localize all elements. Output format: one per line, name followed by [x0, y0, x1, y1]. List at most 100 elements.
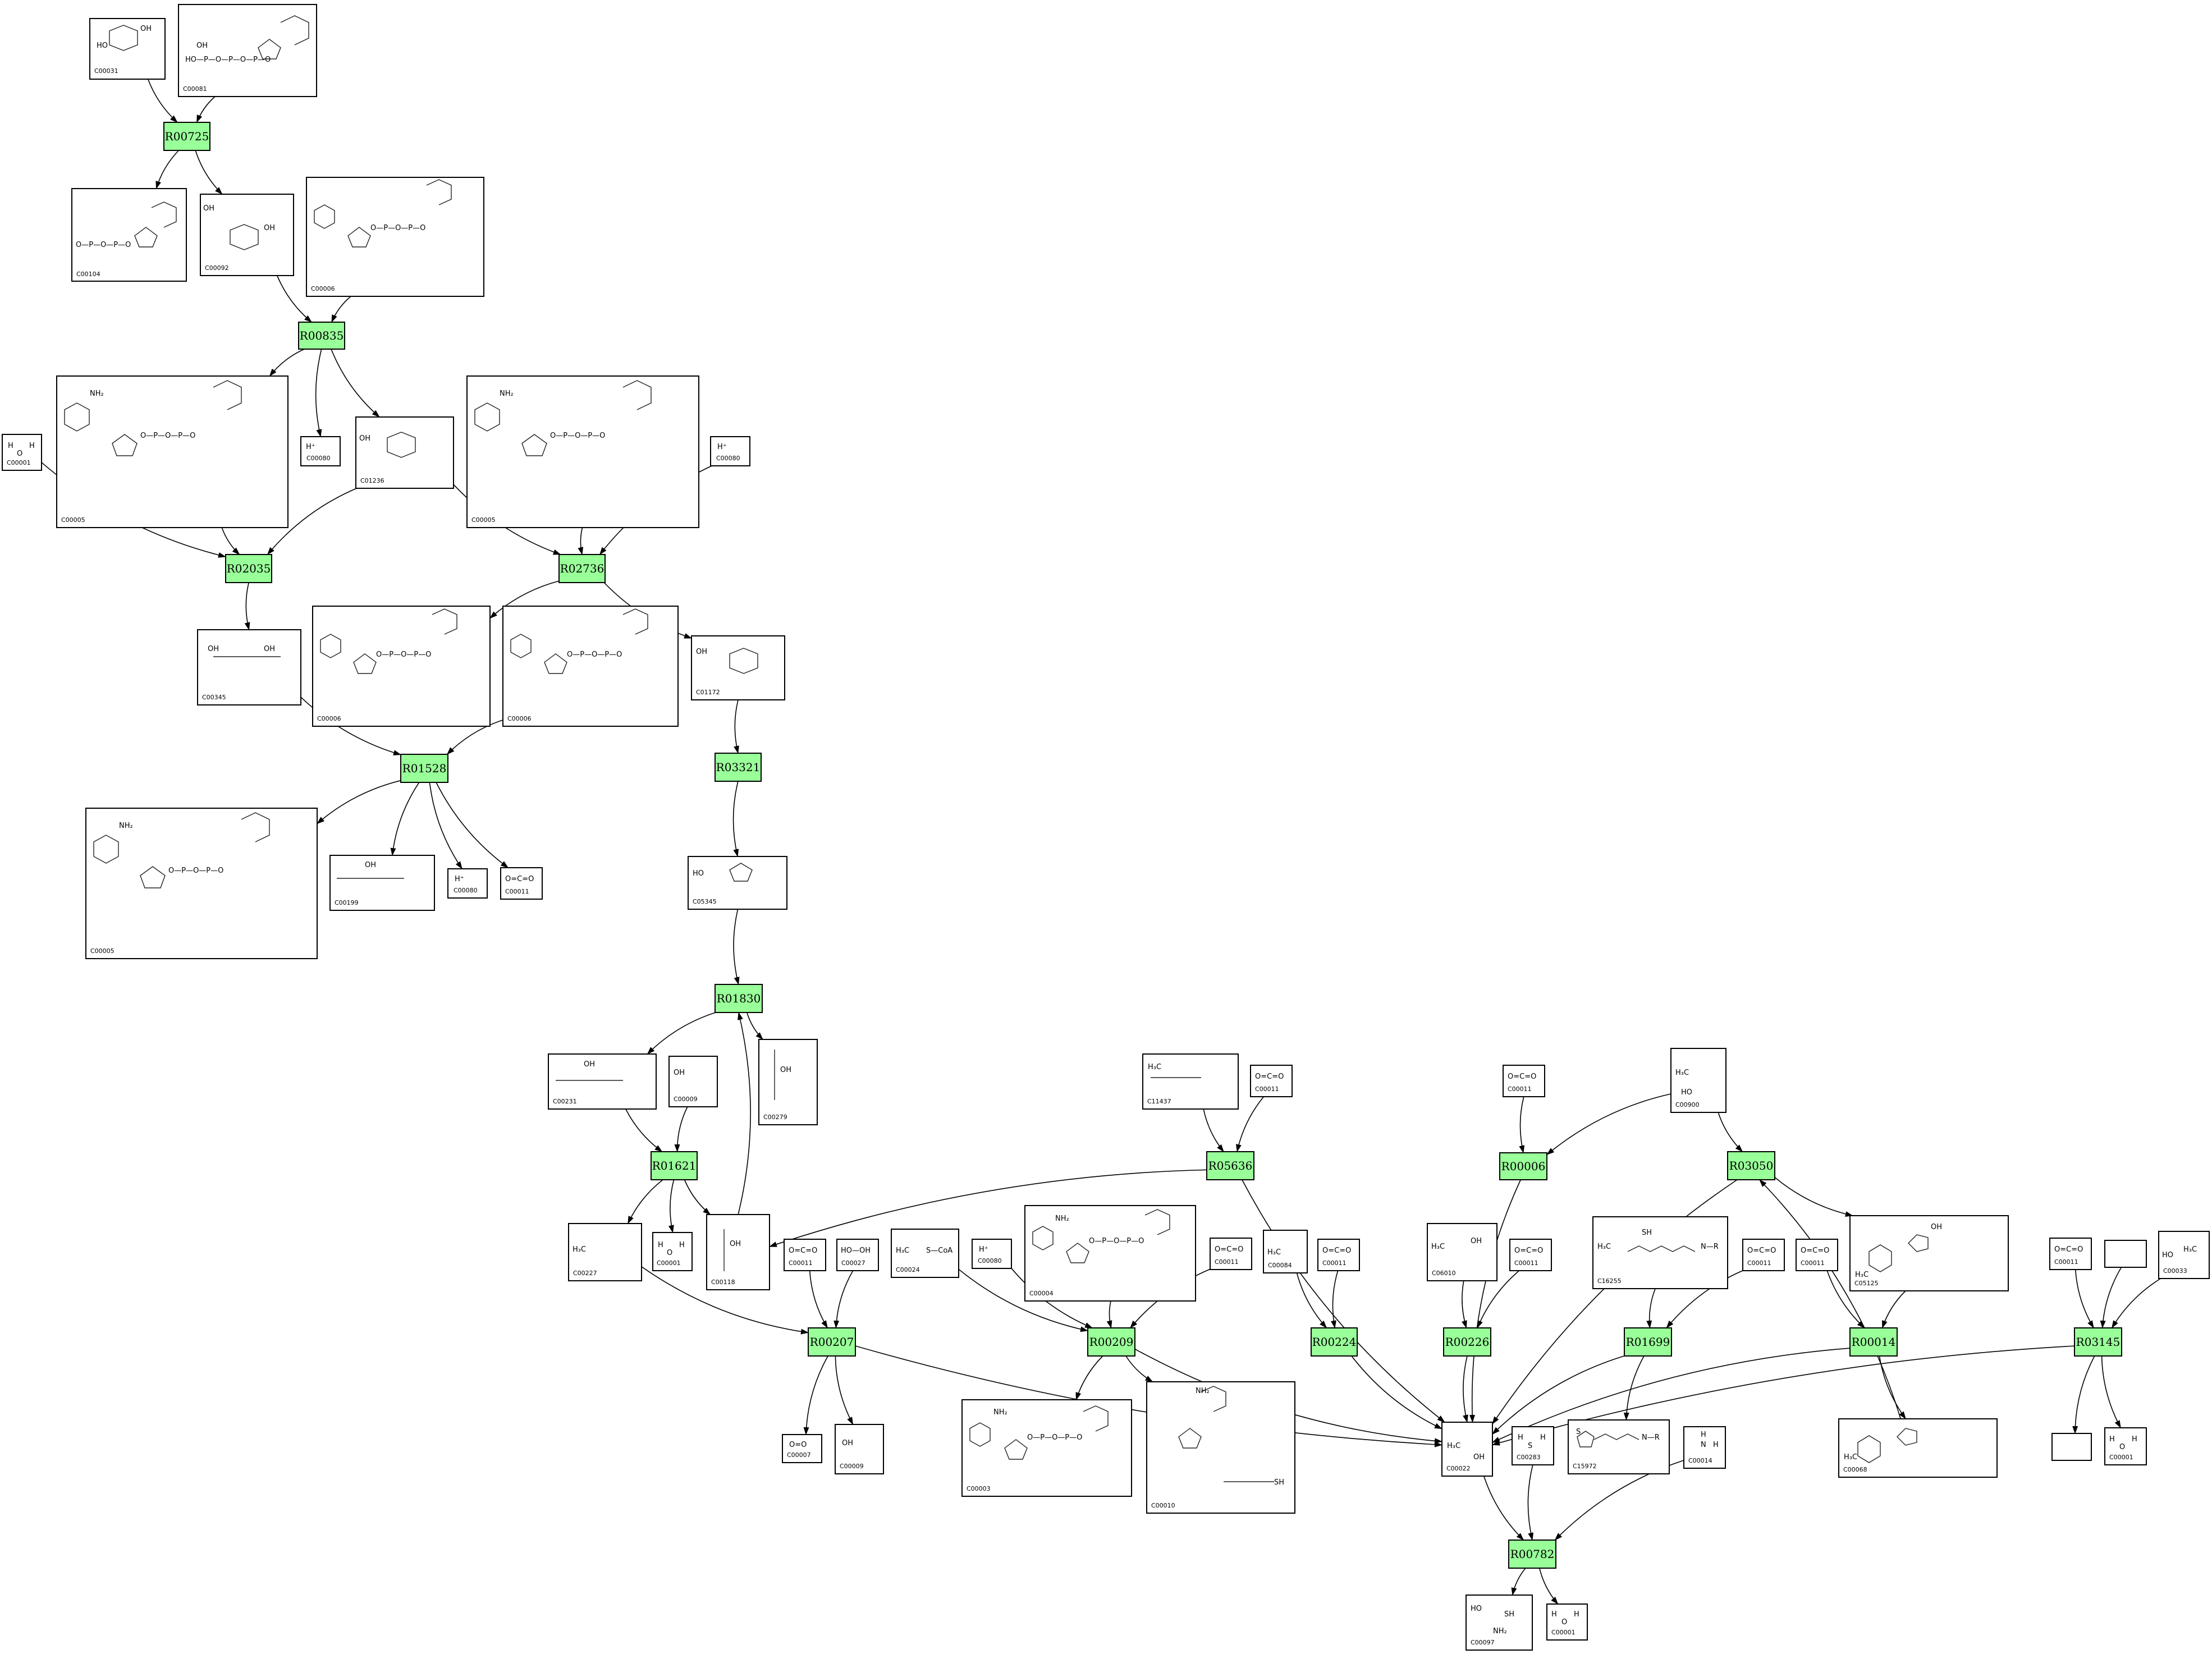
compound-id-label: C00011 [2054, 1258, 2078, 1266]
compound-id-label: C00011 [505, 888, 529, 895]
reaction-node[interactable]: R00725 [163, 122, 210, 151]
reaction-node[interactable]: R02035 [225, 554, 272, 583]
molecule-atom-text: O=C=O [1322, 1247, 1351, 1255]
compound-node[interactable] [2104, 1240, 2147, 1268]
molecule-atom-text: H⁺ [306, 443, 315, 451]
compound-id-label: C00199 [335, 899, 359, 906]
reaction-node[interactable]: R00782 [1508, 1540, 1556, 1569]
reaction-edge-arrow [674, 1106, 688, 1152]
molecule-atom-text: NH₂ [993, 1408, 1007, 1417]
compound-node[interactable]: H⁺C00080 [972, 1239, 1012, 1269]
compound-id-label: C00011 [1747, 1259, 1771, 1267]
molecule-atom-text: O—P—O—P—O [1089, 1237, 1144, 1245]
reaction-node[interactable]: R02736 [558, 554, 606, 583]
reaction-edge-arrow [958, 1268, 1088, 1332]
compound-id-label: C00033 [2163, 1267, 2187, 1275]
reaction-node[interactable]: R00207 [808, 1327, 856, 1357]
compound-id-label: C00006 [317, 715, 341, 722]
molecule-atom-text: H [29, 442, 35, 450]
reaction-edge-arrow [1718, 1112, 1743, 1152]
compound-node[interactable]: H⁺C00080 [710, 436, 750, 466]
reaction-node[interactable]: R01528 [400, 754, 448, 783]
reaction-edge-arrow [747, 1012, 763, 1040]
reaction-node[interactable]: R00006 [1499, 1152, 1547, 1180]
reaction-node[interactable]: R00209 [1087, 1327, 1135, 1357]
reaction-edge-arrow [1483, 1476, 1524, 1541]
compound-node[interactable] [2051, 1433, 2092, 1461]
reaction-node[interactable]: R00224 [1311, 1327, 1358, 1357]
compound-node[interactable]: H⁺C00080 [447, 868, 488, 899]
molecule-atom-text: O=C=O [1215, 1245, 1243, 1254]
reaction-node[interactable]: R01830 [715, 984, 763, 1013]
reaction-node[interactable]: R00835 [298, 322, 345, 350]
reaction-node[interactable]: R00226 [1443, 1327, 1491, 1357]
reaction-node[interactable]: R00014 [1849, 1327, 1898, 1357]
reaction-node[interactable]: R03145 [2074, 1327, 2122, 1357]
compound-id-label: C16255 [1597, 1277, 1622, 1285]
reaction-node[interactable]: R03321 [715, 753, 762, 782]
molecule-atom-text: HO [1471, 1605, 1482, 1613]
reaction-edge-arrow [1646, 1288, 1656, 1328]
reaction-node[interactable]: R05636 [1206, 1151, 1254, 1180]
reaction-node[interactable]: R01621 [651, 1151, 698, 1180]
reaction-node[interactable]: R01699 [1624, 1327, 1672, 1357]
compound-node[interactable]: H⁺C00080 [300, 436, 341, 466]
reaction-node[interactable]: R03050 [1727, 1151, 1775, 1180]
molecule-atom-text: OH [264, 224, 275, 232]
